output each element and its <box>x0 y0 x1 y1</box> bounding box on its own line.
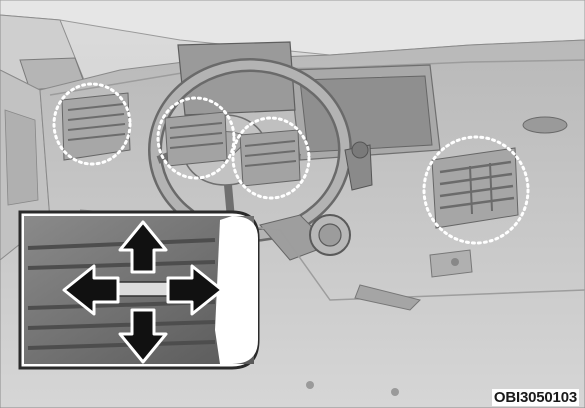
left-side-vent <box>62 93 130 160</box>
speaker-grille <box>523 117 567 133</box>
right-side-vent <box>432 148 518 228</box>
figure-code: OBI3050103 <box>492 389 579 406</box>
start-button-center <box>319 224 341 246</box>
vent-inset <box>20 212 258 368</box>
lower-switch <box>430 250 472 277</box>
door-trim <box>5 110 38 205</box>
lower-switch-dot <box>451 258 459 266</box>
stalk-knob <box>352 142 368 158</box>
vent-knob <box>112 282 174 296</box>
center-vent-left <box>165 112 227 166</box>
center-vent-right <box>240 130 300 186</box>
floor-bolt-1 <box>306 381 314 389</box>
floor-bolt-2 <box>391 388 399 396</box>
